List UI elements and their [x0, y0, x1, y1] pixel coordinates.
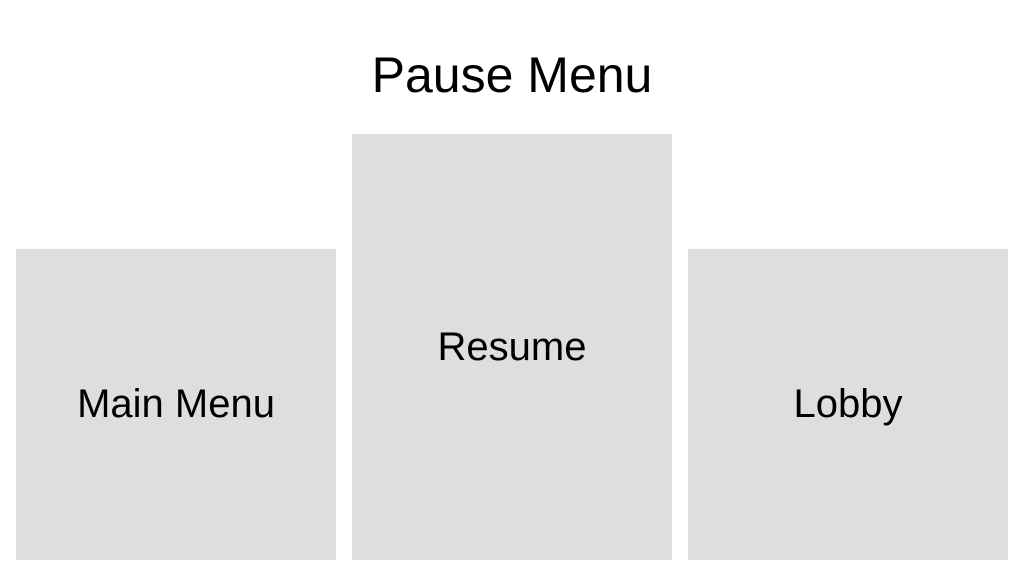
- main-menu-label: Main Menu: [77, 382, 275, 426]
- resume-label: Resume: [437, 324, 587, 369]
- lobby-label: Lobby: [793, 382, 903, 426]
- page-title: Pause Menu: [371, 47, 653, 103]
- main-menu-button[interactable]: Main Menu: [16, 249, 336, 560]
- lobby-button[interactable]: Lobby: [688, 249, 1008, 560]
- resume-button[interactable]: Resume: [352, 134, 672, 560]
